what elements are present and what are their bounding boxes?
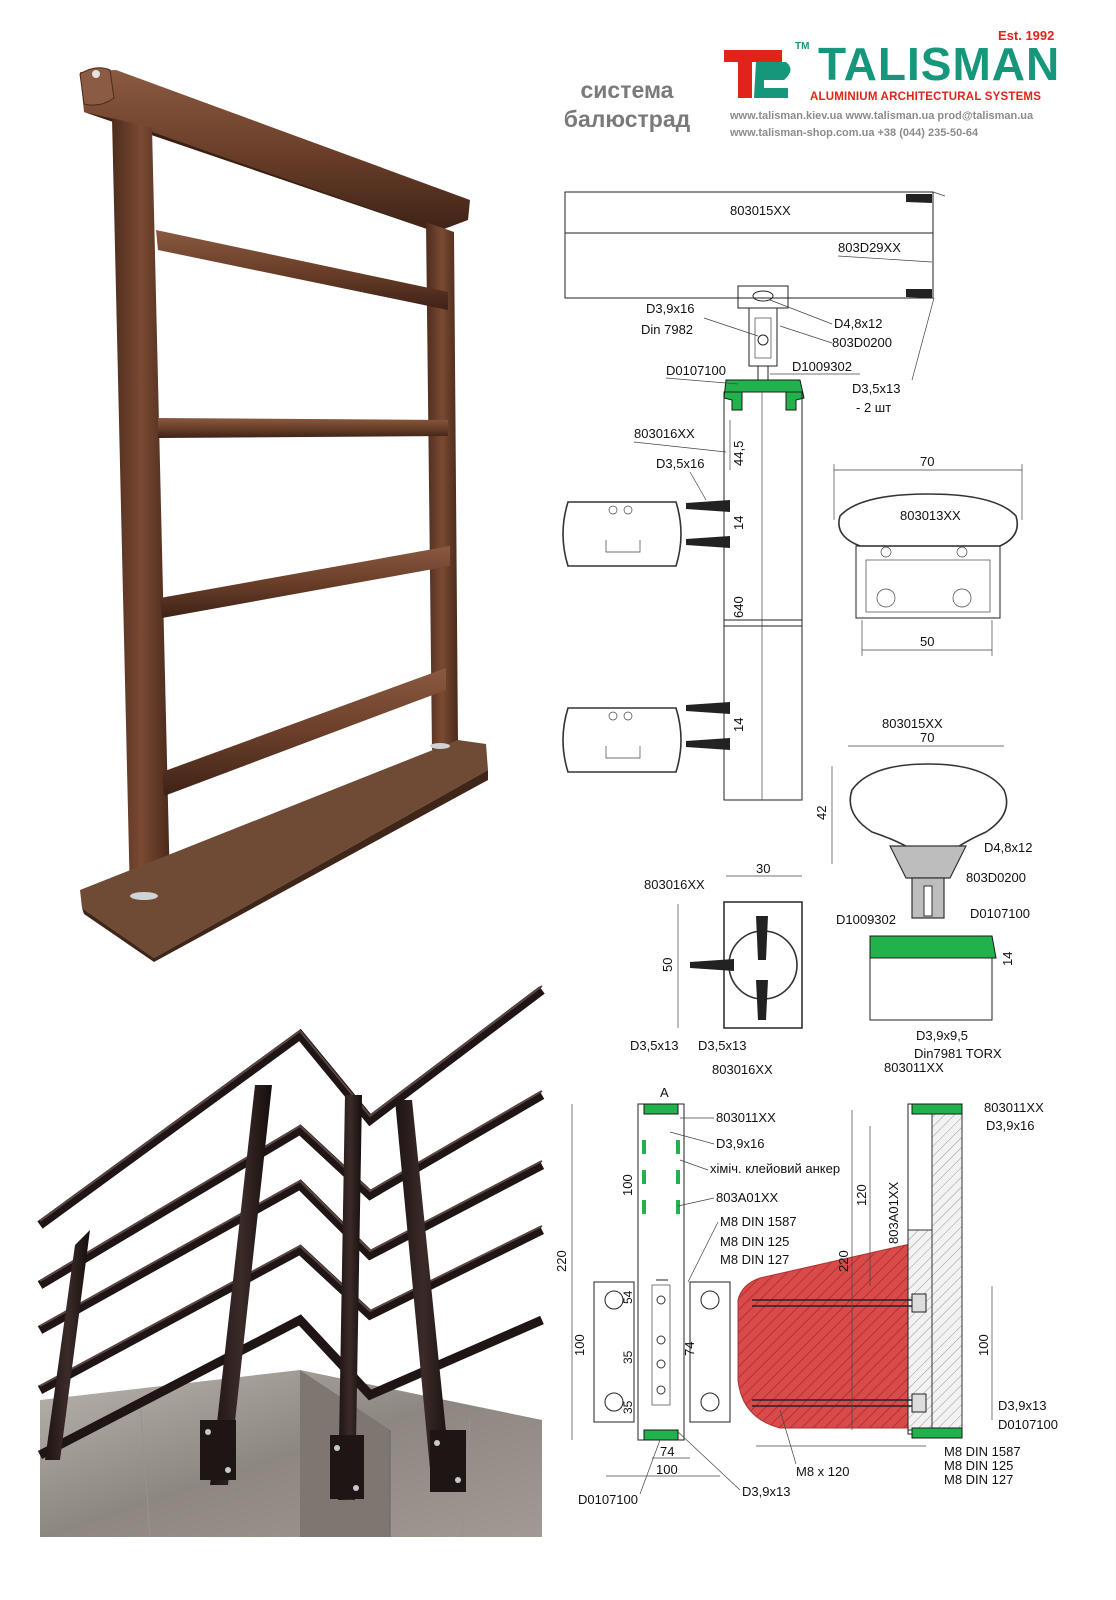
label-d0107100-wall: D0107100 [998,1417,1058,1432]
post-top-assembly: D3,9x16 Din 7982 D4,8x12 803D0200 D01071… [641,285,935,415]
dim-44-5: 44,5 [731,441,746,466]
dim-100-v: 100 [620,1174,635,1196]
dim-100-h: 100 [656,1462,678,1477]
dim-50-a: 50 [920,634,934,649]
dim-14-sec: 14 [1000,952,1015,966]
label-din7982: Din 7982 [641,322,693,337]
label-anchor: хіміч. клейовий анкер [710,1161,840,1176]
label-d1009302-sec: D1009302 [836,912,896,927]
label-d39x13-wall: D3,9x13 [998,1398,1046,1413]
label-803016-sec2: 803016XX [712,1062,773,1077]
wall-mount-section: 803011XX D3,9x16 120 803A01XX 220 100 D3… [737,1100,1058,1487]
trademark-mark: TM [795,41,810,52]
label-d35x13-a: D3,5x13 [630,1038,678,1053]
label-d0107100: D0107100 [666,363,726,378]
dim-70-b: 70 [920,730,934,745]
label-803d0200-sec: 803D0200 [966,870,1026,885]
top-rail-side-view: 803015XX 803D29XX [564,191,946,299]
label-d0107100-sec: D0107100 [970,906,1030,921]
label-d35x13-b: D3,5x13 [698,1038,746,1053]
label-a: A [660,1085,669,1100]
dim-74-v: 74 [682,1342,697,1356]
dim-640: 640 [731,596,746,618]
label-m8x120: M8 x 120 [796,1464,849,1479]
label-803011-base: 803011XX [716,1110,776,1125]
section-803013: 70 803013XX 50 [833,454,1023,656]
label-803011-sec: 803011XX [884,1060,944,1075]
web-line-2: www.talisman-shop.com.ua +38 (044) 235-5… [730,127,979,139]
title-line-1: система [580,77,674,103]
label-d1009302: D1009302 [792,359,852,374]
label-803a01-base: 803A01XX [716,1190,778,1205]
label-d39x13-base: D3,9x13 [742,1484,790,1499]
brand-name: TALISMAN [818,38,1061,90]
label-d48x12: D4,8x12 [834,316,882,331]
post-side-view: 44,5 14 640 14 803016XX D3,5x16 [562,391,803,801]
brand-tagline: ALUMINIUM ARCHITECTURAL SYSTEMS [810,91,1042,103]
label-d39x16-base: D3,9x16 [716,1136,764,1151]
dim-14-top: 14 [731,516,746,530]
post-section: 803016XX 30 50 D3,5x13 D3,5x13 803016XX [630,861,803,1077]
dim-100-wall: 100 [976,1334,991,1356]
label-din7981: Din7981 TORX [914,1046,1002,1061]
label-2pcs: - 2 шт [856,400,891,415]
dim-70-a: 70 [920,454,934,469]
base-plate-front: A 220 100 54 35 35 100 74 74 100 D010710… [554,1085,840,1507]
dim-100-left: 100 [572,1334,587,1356]
label-m8-127-wall: M8 DIN 127 [944,1472,1013,1487]
railing-photo-wood [79,67,488,962]
dim-54: 54 [621,1290,635,1304]
label-m8-125-wall: M8 DIN 125 [944,1458,1013,1473]
talisman-logo-icon [724,50,791,98]
label-d35x13: D3,5x13 [852,381,900,396]
label-803011-wall: 803011XX [984,1100,1044,1115]
dim-220-wall: 220 [836,1250,851,1272]
dim-35-b: 35 [621,1400,635,1414]
dim-50-post: 50 [660,958,675,972]
label-803015: 803015XX [730,203,791,218]
label-m8-1587-base: M8 DIN 1587 [720,1214,797,1229]
label-m8-127-base: M8 DIN 127 [720,1252,789,1267]
label-d39x16-wall: D3,9x16 [986,1118,1034,1133]
label-803015-sec: 803015XX [882,716,943,731]
label-d39x95: D3,9x9,5 [916,1028,968,1043]
web-line-1: www.talisman.kiev.ua www.talisman.ua pro… [730,110,1034,122]
label-803013: 803013XX [900,508,961,523]
label-m8-1587-wall: M8 DIN 1587 [944,1444,1021,1459]
label-d0107100-base: D0107100 [578,1492,638,1507]
title-line-2: балюстрад [563,106,691,132]
section-803015: 803015XX 70 42 D4,8x12 803D0200 D1009302… [814,716,1032,1075]
system-title: система балюстрад [552,76,702,134]
label-d48x12-sec: D4,8x12 [984,840,1032,855]
dim-220-front: 220 [554,1250,569,1272]
dim-42: 42 [814,806,829,820]
label-d35x16: D3,5x16 [656,456,704,471]
label-803d0200: 803D0200 [832,335,892,350]
dim-74-h: 74 [660,1444,674,1459]
dim-30: 30 [756,861,770,876]
dim-120: 120 [854,1184,869,1206]
dim-14-bottom: 14 [731,718,746,732]
label-m8-125-base: M8 DIN 125 [720,1234,789,1249]
dim-35-a: 35 [621,1350,635,1364]
est-year: Est. 1992 [998,28,1055,43]
label-803a01-wall: 803A01XX [886,1182,901,1244]
label-803d29: 803D29XX [838,240,901,255]
label-803016-sec: 803016XX [644,877,705,892]
label-d39x16: D3,9x16 [646,301,694,316]
label-803016-side: 803016XX [634,426,695,441]
railing-photo-metal [37,985,545,1538]
